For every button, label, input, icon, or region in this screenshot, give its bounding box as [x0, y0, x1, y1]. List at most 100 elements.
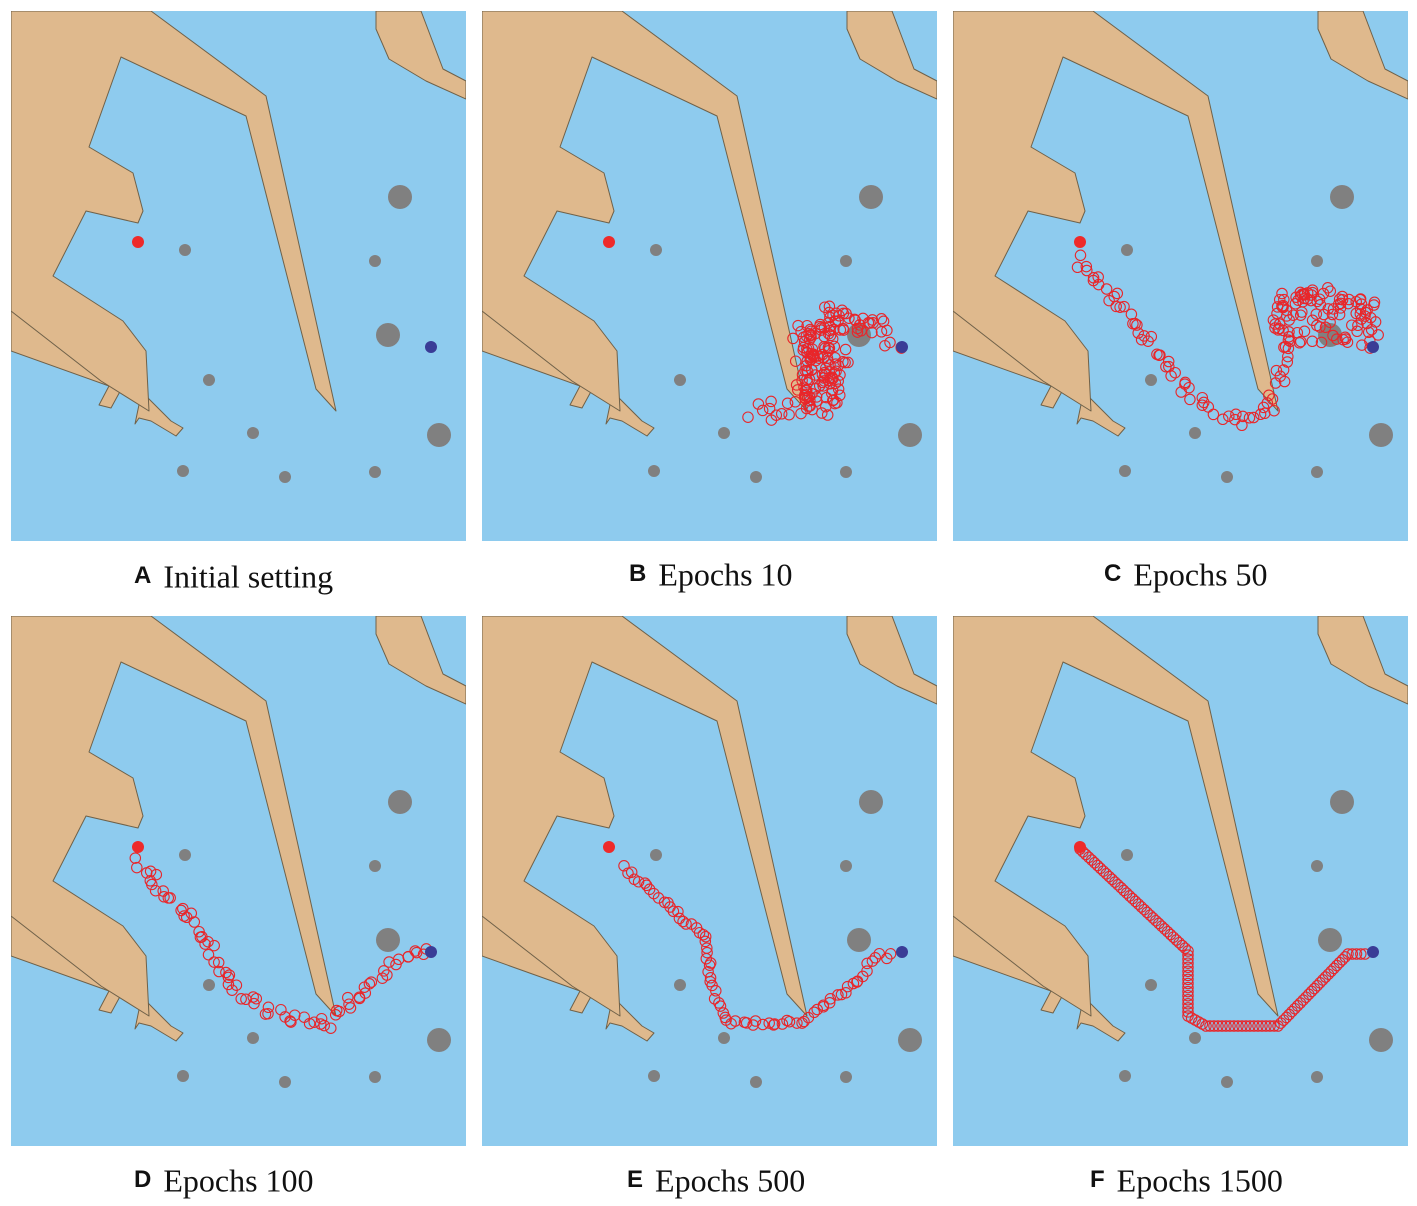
trajectory-point	[1160, 360, 1172, 373]
caption-a-letter: A	[134, 562, 152, 590]
trajectory-point	[1228, 1020, 1240, 1032]
trajectory-point	[1207, 408, 1220, 421]
map-e	[482, 616, 937, 1146]
trajectory-point	[1298, 289, 1311, 301]
trajectory-point	[1305, 289, 1318, 301]
trajectory-point	[823, 997, 836, 1009]
obstacle	[369, 1071, 381, 1083]
trajectory-point	[837, 356, 849, 368]
trajectory-point	[235, 993, 247, 1005]
trajectory-point	[1268, 1020, 1280, 1032]
trajectory-point	[262, 1001, 275, 1014]
trajectory-point	[1182, 953, 1194, 965]
trajectory-point	[1354, 293, 1366, 306]
trajectory-point	[767, 1019, 780, 1031]
trajectory-point	[840, 987, 852, 999]
obstacle	[650, 849, 662, 861]
trajectory-point	[1276, 300, 1288, 313]
obstacle	[750, 1076, 762, 1088]
trajectory-point	[1282, 342, 1295, 355]
trajectory-point	[792, 319, 804, 332]
trajectory-point	[1270, 364, 1283, 377]
trajectory	[742, 300, 908, 426]
trajectory-point	[697, 928, 710, 941]
trajectory-point	[801, 377, 814, 389]
trajectory-point	[632, 876, 645, 888]
trajectory-point	[1294, 309, 1307, 321]
trajectory-point	[1277, 301, 1289, 314]
trajectory-point	[807, 348, 820, 361]
trajectory-point	[783, 408, 795, 421]
obstacle	[369, 255, 381, 267]
trajectory-point	[877, 315, 890, 328]
trajectory-point	[212, 956, 225, 969]
trajectory-point	[789, 355, 802, 367]
trajectory-point	[1281, 356, 1294, 368]
trajectory-point	[1327, 303, 1340, 315]
trajectory-point	[208, 956, 220, 968]
trajectory-point	[1305, 294, 1317, 307]
goal-point	[1367, 946, 1379, 958]
obstacle	[388, 790, 412, 814]
trajectory-point	[162, 892, 175, 904]
trajectory-point	[795, 407, 807, 420]
obstacle	[650, 244, 662, 256]
trajectory-point	[1111, 287, 1124, 300]
trajectory-point	[830, 365, 842, 378]
trajectory-point	[884, 948, 897, 960]
trajectory-point	[806, 403, 818, 416]
trajectory-point	[363, 978, 376, 990]
trajectory-point	[1352, 319, 1364, 332]
trajectory-point	[699, 930, 712, 943]
trajectory-point	[815, 322, 828, 334]
obstacle	[376, 928, 400, 952]
trajectory-point	[285, 1016, 297, 1028]
trajectory-point	[798, 1015, 810, 1028]
trajectory-point	[1081, 264, 1093, 277]
trajectory-point	[315, 1012, 328, 1025]
trajectory-point	[1327, 329, 1339, 342]
trajectory-point	[1354, 303, 1367, 315]
obstacle	[1145, 979, 1157, 991]
trajectory-point	[1268, 404, 1280, 417]
goal-point	[1367, 341, 1379, 353]
trajectory-point	[410, 946, 423, 959]
trajectory-point	[862, 317, 875, 329]
trajectory-point	[1267, 314, 1280, 326]
obstacle	[898, 423, 922, 447]
trajectory-point	[652, 892, 665, 904]
trajectory-point	[1074, 249, 1087, 262]
trajectory-point	[832, 989, 844, 1001]
trajectory-point	[1298, 325, 1311, 338]
obstacle	[840, 466, 852, 478]
trajectory-point	[1236, 419, 1248, 432]
trajectory-point	[729, 1015, 742, 1027]
trajectory-point	[1346, 948, 1359, 960]
trajectory-point	[146, 878, 158, 891]
trajectory-point	[1169, 366, 1181, 379]
trajectory-point	[303, 1017, 316, 1030]
trajectory-point	[821, 409, 834, 421]
trajectory-point	[1100, 283, 1113, 295]
obstacle	[1369, 423, 1393, 447]
land-ne	[1317, 616, 1408, 705]
trajectory-point	[643, 883, 656, 896]
trajectory-point	[1196, 391, 1209, 404]
obstacle	[840, 860, 852, 872]
trajectory-point	[1273, 318, 1286, 330]
land-main	[482, 616, 808, 1017]
obstacle	[1145, 374, 1157, 386]
trajectory-point	[1355, 948, 1367, 960]
caption-c-letter: C	[1104, 560, 1122, 588]
trajectory-point	[625, 866, 638, 878]
trajectory-point	[791, 1017, 803, 1029]
trajectory-point	[829, 358, 842, 370]
obstacle	[1119, 465, 1131, 477]
start-point	[1074, 841, 1086, 853]
trajectory-point	[1336, 290, 1349, 303]
trajectory-point	[1293, 337, 1306, 349]
trajectory-point	[333, 1005, 346, 1018]
trajectory-point	[1278, 375, 1291, 388]
